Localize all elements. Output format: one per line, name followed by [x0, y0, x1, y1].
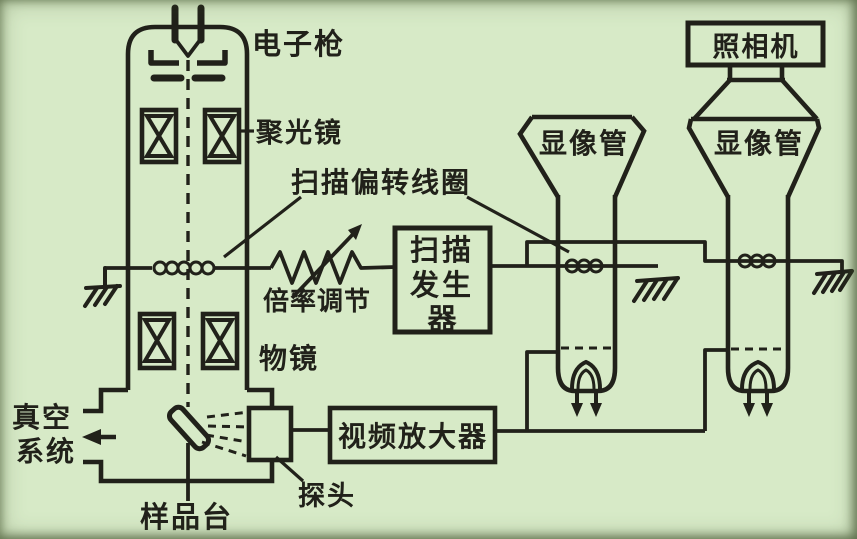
- wire-amp-to-crt2-grid: [703, 348, 728, 431]
- crt1-neck: [555, 195, 618, 394]
- scan-deflection-coil-label: 扫描偏转线圈: [291, 167, 471, 198]
- crt2-deflection-coil: [737, 253, 777, 269]
- scatter-ray-4: [201, 440, 247, 458]
- vacuum-system-label-line1: 真空: [12, 401, 72, 433]
- gun-wehnelt-right: [197, 50, 228, 66]
- camera-hood-right: [780, 78, 819, 121]
- crt2-neck: [725, 195, 791, 394]
- crt1-cathode-arch: [570, 359, 602, 390]
- crt1-deflection-coil: [564, 258, 604, 274]
- sem-column: [83, 24, 275, 484]
- camera-label: 照相机: [713, 32, 800, 62]
- camera-unit: 照相机: [685, 20, 826, 121]
- crt-right-tube: 显像管: [686, 116, 822, 417]
- objective-coil-left: [137, 311, 177, 371]
- gun-wehnelt-left: [148, 50, 179, 66]
- chamber-right-step: [247, 387, 275, 409]
- electron-gun-symbol: [148, 4, 228, 82]
- leader-lines: [223, 129, 570, 483]
- crt-left-label: 显像管: [539, 127, 629, 159]
- video-amplifier-box: 视频放大器: [291, 348, 728, 465]
- wire-branch-to-crt2: [525, 240, 844, 272]
- condenser-coil-left-x: [143, 114, 175, 158]
- ground-icon-left: [83, 266, 122, 308]
- probe-label: 探头: [298, 481, 356, 511]
- crt-left-tube: 显像管: [517, 114, 647, 417]
- chamber-floor: [83, 459, 275, 484]
- leader-deflection-to-column: [223, 195, 302, 259]
- gun-filament: [171, 34, 205, 58]
- ground-icon-middle: [632, 276, 680, 303]
- crt-deflection-circuit: [490, 240, 854, 303]
- condenser-coil-right: [202, 107, 242, 165]
- condenser-coil-right-x: [206, 114, 238, 158]
- crt1-funnel-left: [517, 115, 560, 199]
- objective-coil-left-x: [141, 318, 173, 363]
- camera-hood-left: [692, 78, 732, 121]
- crt2-cathode-inner: [748, 368, 768, 390]
- condenser-coil-left: [139, 107, 179, 165]
- chamber-left-port-top: [83, 387, 128, 414]
- probe-detector-box: [246, 405, 294, 463]
- scatter-ray-2: [207, 424, 250, 429]
- column-outline: [125, 24, 250, 390]
- vacuum-arrow-icon: [82, 429, 116, 445]
- crt-right-label: 显像管: [714, 127, 804, 159]
- camera-neck: [727, 65, 785, 83]
- specimen-stage: [166, 404, 250, 501]
- leader-probe: [274, 455, 305, 483]
- rheostat-arrow-head: [348, 224, 362, 240]
- video-amplifier-label: 视频放大器: [338, 420, 488, 452]
- scatter-ray-3: [205, 433, 249, 444]
- condenser-lens-label: 聚光镜: [255, 118, 343, 148]
- leader-deflection-to-crt1: [466, 195, 570, 254]
- vacuum-system-label-line2: 系统: [16, 435, 76, 467]
- objective-lens-symbol: [137, 311, 240, 371]
- objective-lens-label: 物镜: [259, 342, 319, 374]
- crt1-funnel-right: [612, 115, 647, 198]
- magnification-adjust-label: 倍率调节: [263, 286, 371, 316]
- camera-box: [685, 20, 826, 68]
- crt2-cathode-arch: [740, 359, 776, 390]
- scan-generator-label-line3: 器: [426, 304, 457, 336]
- objective-coil-right: [200, 311, 240, 371]
- scan-generator-label-line2: 发生: [409, 269, 474, 302]
- vacuum-arrow-head: [82, 429, 101, 445]
- specimen: [166, 404, 212, 452]
- condenser-lens-symbol: [139, 107, 242, 165]
- scan-generator-box: 扫描 发生 器: [392, 225, 493, 336]
- wire-amp-to-crt1-grid: [525, 350, 558, 431]
- column-deflection-coil: [152, 260, 216, 276]
- scan-coil-circuit: [83, 224, 396, 308]
- sample-stage-label: 样品台: [140, 500, 233, 534]
- crt1-cathode-inner: [576, 368, 596, 390]
- scatter-ray-1: [206, 410, 250, 419]
- crt2-funnel-left: [686, 118, 731, 199]
- electron-gun-label: 电子枪: [252, 27, 345, 61]
- rheostat-arrow-shaft: [290, 229, 358, 300]
- objective-coil-right-x: [204, 318, 236, 363]
- crt2-funnel-right: [785, 118, 822, 198]
- ground-icon-right: [812, 269, 854, 295]
- scan-generator-label-line1: 扫描: [410, 234, 474, 267]
